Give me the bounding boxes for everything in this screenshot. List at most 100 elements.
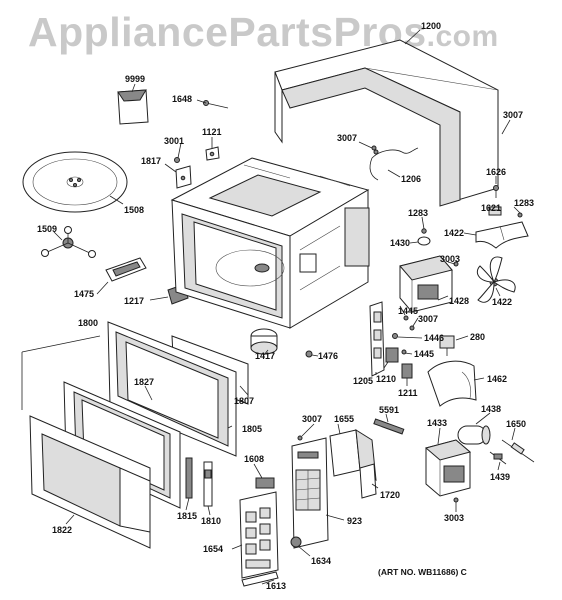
switch-1210-part[interactable] bbox=[385, 347, 399, 363]
knob-1634-part[interactable] bbox=[290, 536, 302, 548]
screw-1648-part[interactable] bbox=[203, 100, 229, 109]
label-1121: 1121 bbox=[202, 127, 222, 137]
label-3007-c: 3007 bbox=[418, 314, 438, 324]
label-1805: 1805 bbox=[242, 424, 262, 434]
oven-cavity-part[interactable] bbox=[170, 157, 370, 329]
label-1428: 1428 bbox=[449, 296, 469, 306]
part-5591[interactable] bbox=[373, 418, 405, 435]
diode-part[interactable] bbox=[489, 451, 507, 465]
door-assembly-bracket bbox=[21, 335, 101, 410]
capacitor-part[interactable] bbox=[457, 425, 491, 445]
label-1807: 1807 bbox=[234, 396, 254, 406]
label-3003-a: 3003 bbox=[440, 254, 460, 264]
label-3007-b: 3007 bbox=[337, 133, 357, 143]
label-1205: 1205 bbox=[353, 376, 373, 386]
wire-harness-part[interactable] bbox=[369, 147, 419, 181]
bracket-1121-part[interactable] bbox=[205, 146, 220, 161]
screw-3007-part[interactable] bbox=[371, 145, 377, 151]
label-1439: 1439 bbox=[490, 472, 510, 482]
screw-3007-control-part[interactable] bbox=[297, 435, 303, 441]
label-1283-a: 1283 bbox=[408, 208, 428, 218]
interlock-bracket-part[interactable] bbox=[369, 301, 385, 377]
label-1655: 1655 bbox=[334, 414, 354, 424]
stirrer-motor-part[interactable] bbox=[250, 328, 278, 355]
fan-blade-part[interactable] bbox=[476, 256, 516, 303]
label-1445-b: 1445 bbox=[414, 349, 434, 359]
watermark: AppliancePartsPros.com bbox=[28, 12, 499, 53]
screw-1283-part[interactable] bbox=[517, 212, 523, 218]
label-1433: 1433 bbox=[427, 418, 447, 428]
label-5591: 5591 bbox=[379, 405, 399, 415]
label-280: 280 bbox=[470, 332, 485, 342]
label-3003-b: 3003 bbox=[444, 513, 464, 523]
part-1720[interactable] bbox=[359, 463, 377, 499]
control-board-part[interactable] bbox=[291, 437, 329, 549]
label-1476: 1476 bbox=[318, 351, 338, 361]
label-3001: 3001 bbox=[164, 136, 184, 146]
label-1817: 1817 bbox=[141, 156, 161, 166]
label-1634: 1634 bbox=[311, 556, 331, 566]
outer-case-part[interactable] bbox=[274, 39, 499, 207]
roller-ring-part[interactable] bbox=[41, 226, 96, 258]
label-1815: 1815 bbox=[177, 511, 197, 521]
part-1283-1430[interactable] bbox=[417, 228, 431, 246]
label-1800: 1800 bbox=[78, 318, 98, 328]
label-1206: 1206 bbox=[401, 174, 421, 184]
label-1810: 1810 bbox=[201, 516, 221, 526]
switch-1211-part[interactable] bbox=[401, 363, 413, 379]
part-labels: 1200 9999 1648 3007 3001 1121 3007 1817 … bbox=[37, 21, 534, 591]
label-1475: 1475 bbox=[74, 289, 94, 299]
label-1650: 1650 bbox=[506, 419, 526, 429]
part-1621[interactable] bbox=[488, 206, 502, 216]
magnetron-part[interactable] bbox=[399, 255, 453, 313]
label-1509: 1509 bbox=[37, 224, 57, 234]
label-1613: 1613 bbox=[266, 581, 286, 591]
label-3007-d: 3007 bbox=[302, 414, 322, 424]
door-frame-part[interactable] bbox=[107, 321, 237, 457]
label-1822: 1822 bbox=[52, 525, 72, 535]
bracket-1817-part[interactable] bbox=[175, 165, 192, 189]
label-1210: 1210 bbox=[376, 374, 396, 384]
manual-envelope-part[interactable] bbox=[117, 89, 149, 125]
screw-3001-part[interactable] bbox=[174, 157, 180, 163]
art-number: (ART NO. WB11686) C bbox=[378, 567, 467, 577]
screw-3007-mid-part[interactable] bbox=[409, 325, 415, 331]
fan-duct-part[interactable] bbox=[475, 221, 529, 249]
part-280[interactable] bbox=[439, 335, 455, 356]
part-1446[interactable] bbox=[392, 333, 398, 339]
leader-lines bbox=[53, 29, 521, 585]
label-1217: 1217 bbox=[124, 296, 144, 306]
label-1608-part[interactable] bbox=[255, 477, 275, 489]
label-1211: 1211 bbox=[398, 388, 418, 398]
label-1654: 1654 bbox=[203, 544, 223, 554]
door-latch-1815-part[interactable] bbox=[185, 457, 193, 499]
label-1648: 1648 bbox=[172, 94, 192, 104]
label-1438: 1438 bbox=[481, 404, 501, 414]
label-1508: 1508 bbox=[124, 205, 144, 215]
label-1621: 1621 bbox=[481, 203, 501, 213]
label-9999: 9999 bbox=[125, 74, 145, 84]
nut-1476-part[interactable] bbox=[305, 350, 313, 358]
label-1283-b: 1283 bbox=[514, 198, 534, 208]
screw-3003-lower-part[interactable] bbox=[453, 497, 459, 503]
part-1613[interactable] bbox=[241, 571, 279, 587]
screw-1445-upper-part[interactable] bbox=[403, 315, 409, 321]
transformer-part[interactable] bbox=[424, 439, 472, 497]
keypad-part[interactable] bbox=[239, 491, 279, 579]
watermark-suffix: .com bbox=[426, 20, 499, 53]
watermark-main: AppliancePartsPros bbox=[28, 9, 427, 55]
door-latch-1810-part[interactable] bbox=[203, 461, 213, 507]
waveguide-cover-part[interactable] bbox=[105, 257, 147, 282]
label-923: 923 bbox=[347, 516, 362, 526]
air-duct-part[interactable] bbox=[427, 360, 477, 407]
turntable-tray-part[interactable] bbox=[22, 151, 128, 213]
label-1422-b: 1422 bbox=[492, 297, 512, 307]
fuse-part[interactable] bbox=[501, 439, 535, 463]
label-1462: 1462 bbox=[487, 374, 507, 384]
label-1430: 1430 bbox=[390, 238, 410, 248]
label-1422-a: 1422 bbox=[444, 228, 464, 238]
label-3007-a: 3007 bbox=[503, 110, 523, 120]
door-panel-part[interactable] bbox=[29, 415, 151, 549]
part-1626[interactable] bbox=[493, 185, 499, 198]
